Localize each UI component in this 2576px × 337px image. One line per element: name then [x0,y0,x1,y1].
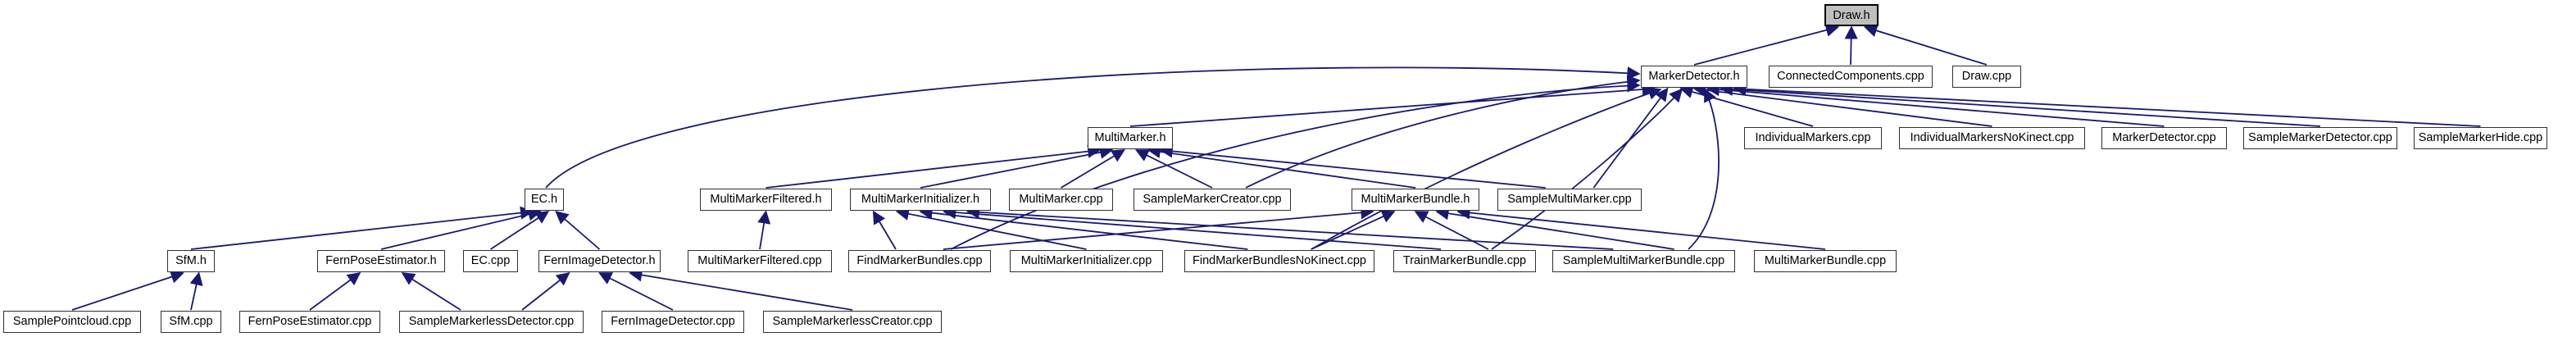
node-samplemarkercreator-cpp[interactable]: SampleMarkerCreator.cpp [1134,189,1291,211]
edge [189,271,203,311]
node-sfm-h[interactable]: SfM.h [167,250,215,272]
edge [757,210,771,250]
edge [1592,87,1669,189]
edge [1311,210,1396,250]
node-samplemultimarker-cpp[interactable]: SampleMultiMarker.cpp [1497,189,1642,211]
edge [943,206,1442,250]
node-draw-h: Draw.h [1824,4,1879,26]
edge [943,206,1374,250]
edge [1706,83,2165,127]
node-multimarker-cpp[interactable]: MultiMarker.cpp [1009,189,1113,211]
edge [190,206,534,250]
node-samplemarkerlesscreator-cpp[interactable]: SampleMarkerlessCreator.cpp [763,311,942,333]
edge [1435,207,1674,250]
node-individualmarkersnokinect-cpp[interactable]: IndividualMarkersNoKinect.cpp [1899,127,2085,149]
edge [1719,82,2321,127]
node-multimarkerfiltered-h[interactable]: MultiMarkerFiltered.h [700,189,832,211]
node-connectedcomponents-cpp[interactable]: ConnectedComponents.cpp [1769,66,1933,88]
node-multimarkerfiltered-cpp[interactable]: MultiMarkerFiltered.cpp [688,250,832,272]
edge [380,207,542,250]
edge [1245,75,1641,189]
node-fernposeestimator-cpp[interactable]: FernPoseEstimator.cpp [239,311,380,333]
node-multimarker-h[interactable]: MultiMarker.h [1088,127,1173,149]
edge [1679,85,1814,127]
edge [950,79,1641,250]
node-ec-h[interactable]: EC.h [525,189,564,211]
node-multimarkerinitializer-cpp[interactable]: MultiMarkerInitializer.cpp [1010,250,1163,272]
edge [555,210,601,250]
edge [401,272,461,311]
node-sfm-cpp[interactable]: SfM.cpp [161,311,221,333]
node-fernimagedetector-cpp[interactable]: FernImageDetector.cpp [602,311,744,333]
node-draw-cpp[interactable]: Draw.cpp [1952,66,2021,88]
edge [1456,206,1826,250]
node-samplepointcloud-cpp[interactable]: SamplePointcloud.cpp [3,311,141,333]
node-fernposeestimator-h[interactable]: FernPoseEstimator.h [317,250,445,272]
node-multimarkerinitializer-h[interactable]: MultiMarkerInitializer.h [850,189,991,211]
edge [71,270,184,311]
node-individualmarkers-cpp[interactable]: IndividualMarkers.cpp [1744,127,1882,149]
node-samplemarkerhide-cpp[interactable]: SampleMarkerHide.cpp [2414,127,2547,149]
edge [766,144,1102,189]
edge [598,272,674,311]
node-findmarkerbundles-cpp[interactable]: FindMarkerBundles.cpp [848,250,991,272]
edge [629,268,853,311]
node-samplemarkerlessdetector-cpp[interactable]: SampleMarkerlessDetector.cpp [399,311,584,333]
edge [545,66,1641,189]
node-markerdetector-h[interactable]: MarkerDetector.h [1641,66,1747,88]
edge [1147,145,1416,189]
node-ec-cpp[interactable]: EC.cpp [463,250,518,272]
edge [965,205,1614,250]
edge [1863,24,1988,66]
edge [1693,23,1840,66]
edge [521,271,570,311]
edge [1159,144,1546,189]
edge [490,211,550,250]
edge [920,145,1114,189]
edge [895,207,1087,250]
edge [1733,82,2481,127]
edge [309,272,361,311]
node-markerdetector-cpp[interactable]: MarkerDetector.cpp [2101,127,2227,149]
edge [1491,88,1683,250]
node-multimarkerbundle-h[interactable]: MultiMarkerBundle.h [1352,189,1479,211]
node-trainmarkerbundle-cpp[interactable]: TrainMarkerBundle.cpp [1393,250,1536,272]
edge [872,210,897,250]
edge [1061,149,1125,189]
node-multimarkerbundle-cpp[interactable]: MultiMarkerBundle.cpp [1754,250,1897,272]
edge [1129,82,1656,127]
edge [1688,88,1720,250]
node-fernimagedetector-h[interactable]: FernImageDetector.h [538,250,661,272]
node-samplemarkerdetector-cpp[interactable]: SampleMarkerDetector.cpp [2243,127,2397,149]
edge [1414,211,1489,250]
node-findmarkerbundlesnokinect-cpp[interactable]: FindMarkerBundlesNoKinect.cpp [1184,250,1374,272]
node-samplemultimarkerbundle-cpp[interactable]: SampleMultiMarkerBundle.cpp [1552,250,1735,272]
